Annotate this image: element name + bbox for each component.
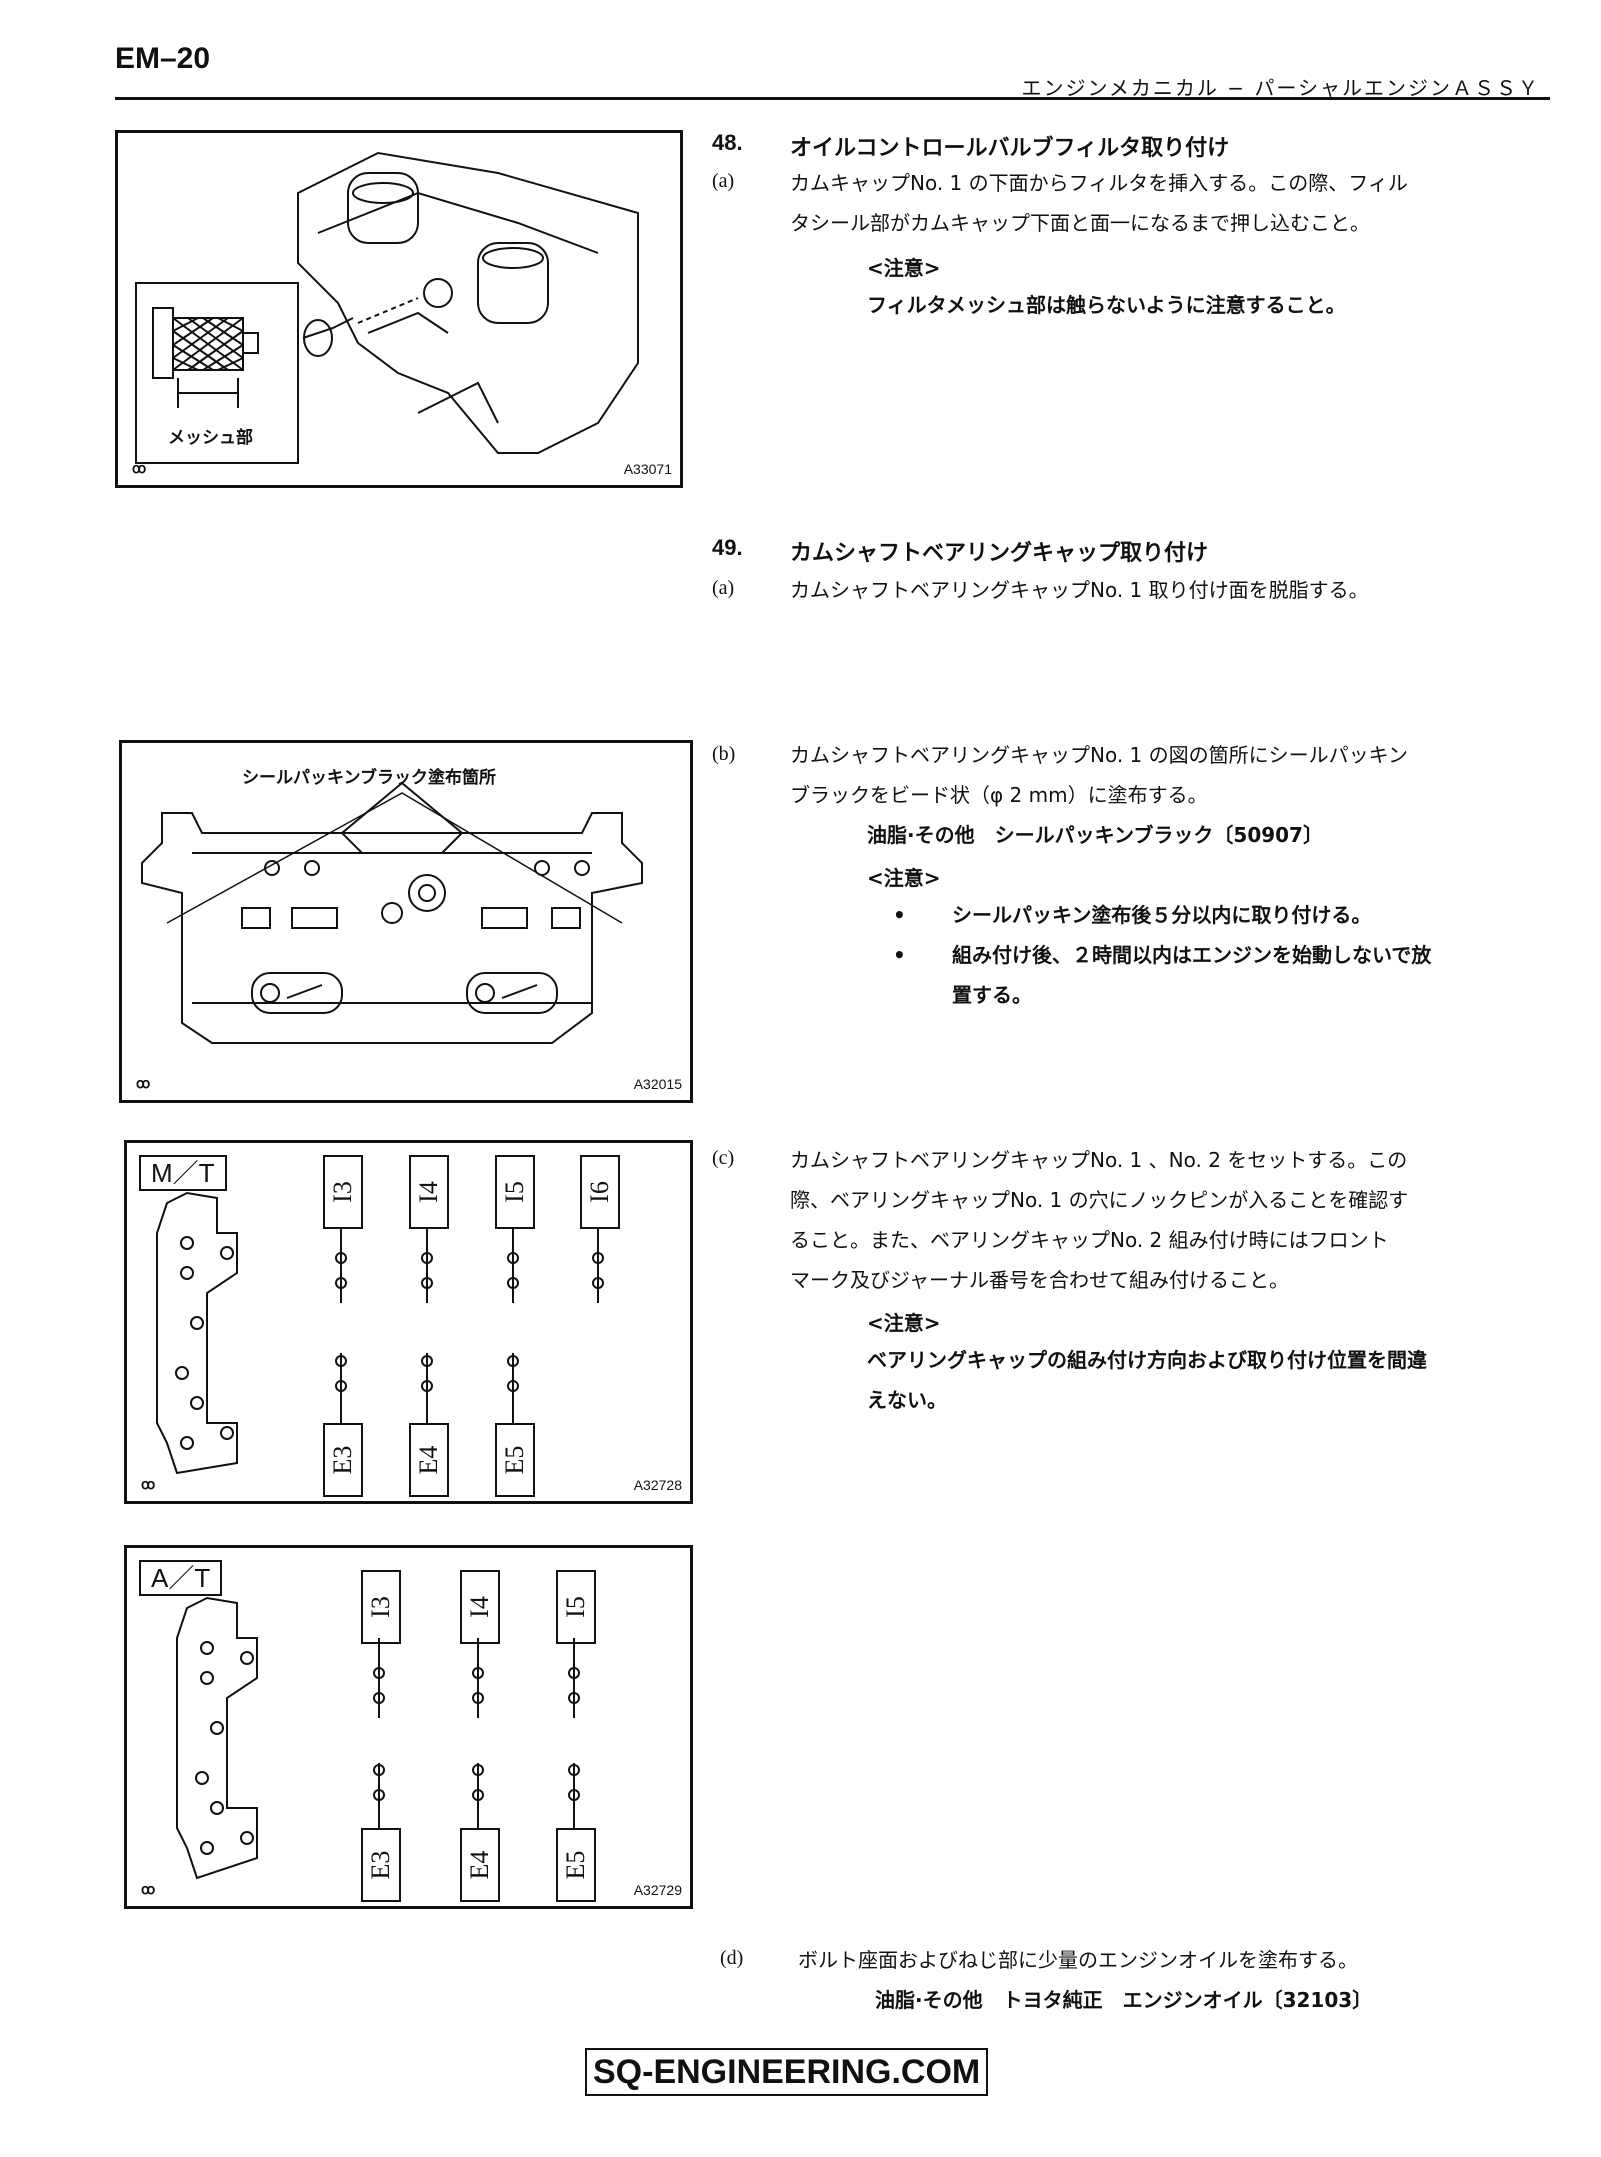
section-49-number: 49. (712, 535, 743, 560)
step-49b-bullet-2-line2: 置する。 (952, 983, 1032, 1007)
figure-mark: ꝏ (141, 1881, 156, 1897)
cap-tag-e4: E4 (460, 1828, 500, 1902)
section-49-title: カムシャフトベアリングキャップ取り付け (790, 541, 1209, 566)
step-49b-bullet-2-line1: 組み付け後、２時間以内はエンジンを始動しないで放 (952, 943, 1432, 967)
figure-filter-install: メッシュ部 ꝏ A33071 (115, 130, 683, 488)
step-49c-line2: 際、ベアリングキャップNo. 1 の穴にノックピンが入ることを確認す (790, 1188, 1409, 1212)
seal-packing-caption: シールパッキンブラック塗布箇所 (242, 768, 496, 788)
figure-mt-caps: M／T I3 I4 I5 I6 E3 E4 E5 ꝏ A32728 (124, 1140, 693, 1504)
cap-tag-e4: E4 (409, 1423, 449, 1497)
step-49b-bullet-1: シールパッキン塗布後５分以内に取り付ける。 (952, 903, 1372, 927)
step-48a-note-head: <注意> (867, 256, 941, 280)
bullet-2: • (893, 943, 906, 967)
cap-tag-label: I5 (500, 1181, 529, 1203)
step-49b-line1: カムシャフトベアリングキャップNo. 1 の図の箇所にシールパッキン (790, 743, 1409, 767)
step-49c-note-line1: ベアリングキャップの組み付け方向および取り付け位置を間違 (867, 1348, 1427, 1372)
cap-tag-i6: I6 (580, 1155, 620, 1229)
cap-tag-e3: E3 (323, 1423, 363, 1497)
step-49c-line3: ること。また、ベアリングキャップNo. 2 組み付け時にはフロント (790, 1228, 1389, 1252)
step-49c-line4: マーク及びジャーナル番号を合わせて組み付けること。 (790, 1268, 1289, 1292)
cap-tag-label: I6 (585, 1181, 614, 1203)
cap-tag-label: E3 (328, 1445, 357, 1475)
mt-label: M／T (139, 1155, 227, 1191)
at-cap-connectors (373, 1638, 580, 1828)
at-label: A／T (139, 1560, 223, 1596)
section-48-title: オイルコントロールバルブフィルタ取り付け (790, 136, 1230, 161)
mesh-part-caption: メッシュ部 (168, 428, 253, 448)
figure-code: A32728 (633, 1477, 682, 1493)
cap-tag-label: I3 (366, 1596, 395, 1618)
step-48a-line1: カムキャップNo. 1 の下面からフィルタを挿入する。この際、フィル (790, 171, 1408, 195)
step-49c-line1: カムシャフトベアリングキャップNo. 1 、No. 2 をセットする。この (790, 1148, 1408, 1172)
seal-packing-drawing (141, 781, 643, 1044)
cap-tag-i3: I3 (361, 1570, 401, 1644)
header-title: エンジンメカニカル − パーシャルエンジンＡＳＳＹ (1021, 76, 1540, 100)
figure-seal-packing: シールパッキンブラック塗布箇所 ꝏ A32015 (119, 740, 693, 1103)
at-head-drawing (176, 1596, 580, 1880)
cap-tag-label: I4 (414, 1181, 443, 1203)
step-49c-label: (c) (712, 1147, 735, 1169)
figure-mark: ꝏ (141, 1476, 156, 1492)
cap-tag-label: E5 (500, 1445, 529, 1475)
cap-tag-label: E5 (561, 1850, 590, 1880)
cap-tag-e5: E5 (495, 1423, 535, 1497)
step-48a-note-text: フィルタメッシュ部は触らないように注意すること。 (867, 293, 1346, 317)
cap-tag-i5: I5 (495, 1155, 535, 1229)
header-rule (115, 97, 1550, 100)
filter-install-drawing (135, 151, 639, 464)
page-id: EM–20 (115, 42, 211, 75)
cap-tag-e3: E3 (361, 1828, 401, 1902)
step-49b-line2: ブラックをビード状（φ 2 mm）に塗布する。 (790, 783, 1208, 807)
step-49d-text: ボルト座面およびねじ部に少量のエンジンオイルを塗布する。 (798, 1948, 1358, 1972)
step-49a-label: (a) (712, 577, 735, 599)
step-49c-note-head: <注意> (867, 1311, 941, 1335)
mt-cap-connectors (335, 1228, 604, 1423)
cap-tag-label: I3 (328, 1181, 357, 1203)
cap-tag-i4: I4 (409, 1155, 449, 1229)
step-49a-text: カムシャフトベアリングキャップNo. 1 取り付け面を脱脂する。 (790, 578, 1369, 602)
cap-tag-label: E4 (414, 1445, 443, 1475)
figure-code: A33071 (623, 461, 672, 477)
bullet-1: • (893, 903, 906, 927)
watermark: SQ-ENGINEERING.COM (585, 2048, 989, 2096)
step-49b-note-head: <注意> (867, 866, 941, 890)
step-49b-material: 油脂·その他 シールパッキンブラック〔50907〕 (867, 823, 1323, 847)
section-48-number: 48. (712, 130, 743, 155)
cap-tag-label: I5 (561, 1596, 590, 1618)
step-49d-label: (d) (720, 1947, 744, 1969)
figure-at-caps: A／T I3 I4 I5 E3 E4 E5 ꝏ A32729 (124, 1545, 693, 1909)
step-49d-material: 油脂·その他 トヨタ純正 エンジンオイル〔32103〕 (875, 1988, 1373, 2012)
cap-tag-label: E4 (465, 1850, 494, 1880)
step-49c-note-line2: えない。 (867, 1388, 947, 1412)
cap-tag-i4: I4 (460, 1570, 500, 1644)
cap-tag-i3: I3 (323, 1155, 363, 1229)
figure-code: A32729 (633, 1882, 682, 1898)
cap-tag-label: I4 (465, 1596, 494, 1618)
step-48a-line2: タシール部がカムキャップ下面と面一になるまで押し込むこと。 (790, 211, 1370, 235)
figure-mark: ꝏ (136, 1075, 151, 1091)
step-48a-label: (a) (712, 170, 735, 192)
cap-tag-label: E3 (366, 1850, 395, 1880)
figure-mark: ꝏ (132, 460, 147, 476)
figure-code: A32015 (633, 1076, 682, 1092)
cap-tag-i5: I5 (556, 1570, 596, 1644)
cap-tag-e5: E5 (556, 1828, 596, 1902)
step-49b-label: (b) (712, 743, 736, 765)
mt-head-drawing (156, 1191, 604, 1475)
